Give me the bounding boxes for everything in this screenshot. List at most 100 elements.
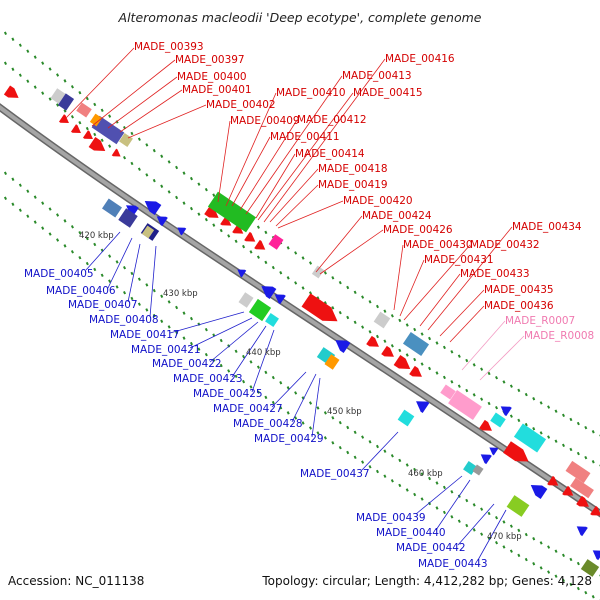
gene-box-shape	[506, 495, 530, 517]
gene-label[interactable]: MADE_00409	[230, 115, 300, 127]
track-dash	[3, 171, 7, 175]
track-dash	[271, 375, 275, 380]
gene-label[interactable]: MADE_00397	[175, 54, 245, 66]
gene-arrow	[301, 293, 338, 322]
gene-box	[373, 311, 391, 329]
gene-label[interactable]: MADE_00415	[353, 87, 423, 99]
gene-label[interactable]: MADE_00407	[68, 299, 138, 311]
gene-box-shape	[402, 332, 430, 356]
gene-label[interactable]: MADE_00442	[396, 542, 466, 554]
track-dash	[323, 411, 327, 415]
track-dash	[279, 381, 283, 385]
gene-label[interactable]: MADE_00406	[46, 285, 116, 297]
genome-backbone-highlight	[0, 104, 600, 516]
gene-arrow-shape	[156, 216, 168, 227]
gene-box	[89, 113, 103, 127]
track-dash	[11, 67, 15, 71]
gene-box	[570, 477, 594, 499]
track-dash	[472, 528, 476, 532]
gene-label[interactable]: MADE_00439	[356, 512, 426, 524]
track-dash	[286, 411, 290, 415]
track-dash	[182, 311, 186, 315]
gene-box	[102, 198, 122, 218]
gene-label[interactable]: MADE_00437	[300, 468, 370, 480]
gene-label[interactable]: MADE_00422	[152, 358, 222, 370]
gene-label[interactable]: MADE_00430	[403, 239, 473, 251]
gene-label[interactable]: MADE_00420	[343, 195, 413, 207]
gene-label[interactable]: MADE_00436	[484, 300, 554, 312]
callout-line	[107, 237, 133, 289]
kbp-tick-label: 460 kbp	[408, 469, 443, 479]
gene-arrow	[576, 526, 588, 537]
gene-label[interactable]: MADE_00414	[295, 148, 365, 160]
track-dash	[502, 520, 506, 524]
gene-label[interactable]: MADE_00440	[376, 527, 446, 539]
track-dash	[160, 319, 164, 323]
track-dash	[123, 290, 127, 295]
genome-summary: Topology: circular; Length: 4,412,282 bp…	[261, 574, 592, 588]
gene-arrow	[500, 406, 512, 417]
track-dash	[100, 108, 104, 113]
gene-label[interactable]: MADE_00433	[460, 268, 530, 280]
track-dash	[539, 566, 543, 570]
gene-label[interactable]: MADE_00410	[276, 87, 346, 99]
gene-box-shape	[141, 225, 155, 239]
gene-box-shape	[238, 292, 254, 308]
gene-label[interactable]: MADE_00413	[342, 70, 412, 82]
gene-label[interactable]: MADE_00435	[484, 284, 554, 296]
gene-label[interactable]: MADE_00424	[362, 210, 432, 222]
gene-label[interactable]: MADE_00434	[512, 221, 582, 233]
gene-label[interactable]: MADE_00443	[418, 558, 488, 570]
gene-label[interactable]: MADE_R0008	[524, 330, 594, 342]
track-dash	[569, 417, 573, 422]
track-dash	[442, 345, 446, 350]
gene-box	[402, 332, 430, 356]
gene-label[interactable]: MADE_00416	[385, 53, 455, 65]
gene-label[interactable]: MADE_00423	[173, 373, 243, 385]
callout-line	[311, 377, 321, 438]
gene-label[interactable]: MADE_00425	[193, 388, 263, 400]
track-dash	[78, 255, 82, 260]
track-dash	[457, 354, 461, 358]
gene-label[interactable]: MADE_00426	[383, 224, 453, 236]
gene-label[interactable]: MADE_00427	[213, 403, 283, 415]
gene-label[interactable]: MADE_00411	[270, 131, 340, 143]
gene-label[interactable]: MADE_00405	[24, 268, 94, 280]
gene-arrow	[547, 475, 559, 486]
gene-arrow-shape	[232, 223, 244, 234]
gene-label[interactable]: MADE_00429	[254, 433, 324, 445]
gene-arrow-shape	[500, 406, 512, 417]
gene-label[interactable]: MADE_00412	[297, 114, 367, 126]
gene-label[interactable]: MADE_00421	[131, 344, 201, 356]
gene-label[interactable]: MADE_00418	[318, 163, 388, 175]
gene-label[interactable]: MADE_00393	[134, 41, 204, 53]
track-dash	[115, 260, 119, 264]
gene-label[interactable]: MADE_00428	[233, 418, 303, 430]
track-dash	[108, 144, 112, 148]
gene-label[interactable]: MADE_00417	[110, 329, 180, 341]
gene-label[interactable]: MADE_00400	[177, 71, 247, 83]
gene-label[interactable]: MADE_R0007	[505, 315, 575, 327]
track-dash	[361, 325, 365, 329]
track-dash	[539, 541, 543, 545]
gene-label[interactable]: MADE_00408	[89, 314, 159, 326]
callout-line	[361, 431, 399, 471]
kbp-tick-label: 470 kbp	[487, 532, 522, 542]
gene-box	[397, 409, 415, 427]
track-dash	[182, 171, 186, 175]
gene-label[interactable]: MADE_00402	[206, 99, 276, 111]
gene-label[interactable]: MADE_00432	[470, 239, 540, 251]
track-dash	[532, 562, 536, 566]
gene-label[interactable]: MADE_00431	[424, 254, 494, 266]
gene-arrow-shape	[547, 475, 559, 486]
track-dash	[152, 148, 156, 153]
track-dash	[137, 277, 141, 281]
track-dash	[584, 455, 588, 460]
track-dash	[182, 201, 186, 205]
gene-arrow-shape	[274, 294, 286, 305]
gene-label[interactable]: MADE_00401	[182, 84, 252, 96]
gene-box-shape	[76, 102, 92, 118]
callout-line	[291, 373, 317, 423]
gene-label[interactable]: MADE_00419	[318, 179, 388, 191]
track-dash	[413, 327, 417, 332]
